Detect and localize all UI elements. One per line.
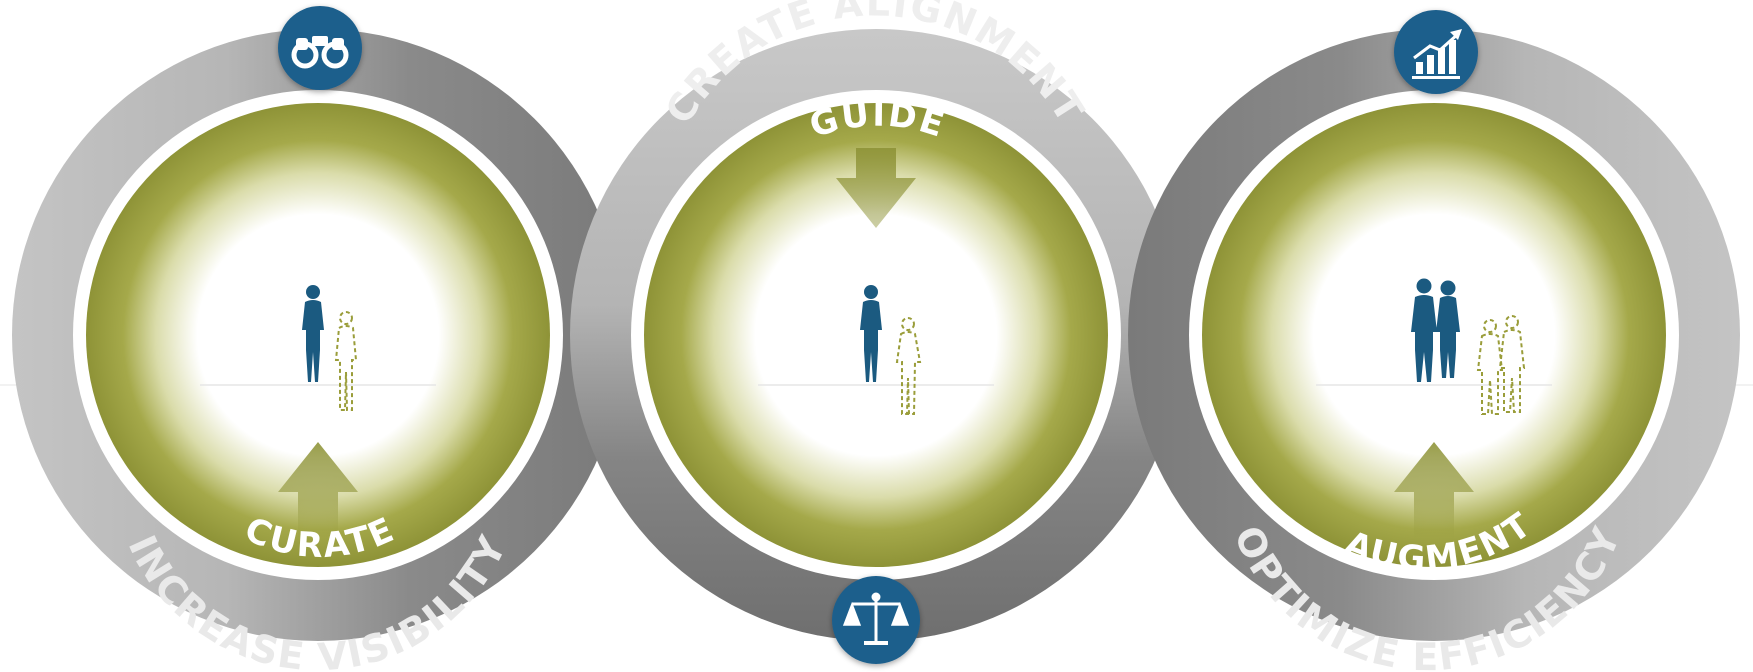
dashed-figures-right [1476,315,1526,415]
inner-circle-right [1202,103,1666,567]
growth-chart-badge [1394,10,1478,94]
people-silhouettes-right [1411,278,1460,382]
binoculars-badge [278,6,362,90]
arrow-up-left [278,442,358,540]
person-silhouette-left [302,285,324,382]
binoculars-icon [291,36,349,69]
arrow-up-right [1394,442,1474,540]
arrow-down-middle [836,148,916,228]
dashed-figure-left [334,311,358,411]
scales-icon [842,592,910,645]
growth-chart-icon [1412,29,1462,79]
dashed-figure-middle [895,317,922,415]
person-silhouette-middle [860,285,882,382]
